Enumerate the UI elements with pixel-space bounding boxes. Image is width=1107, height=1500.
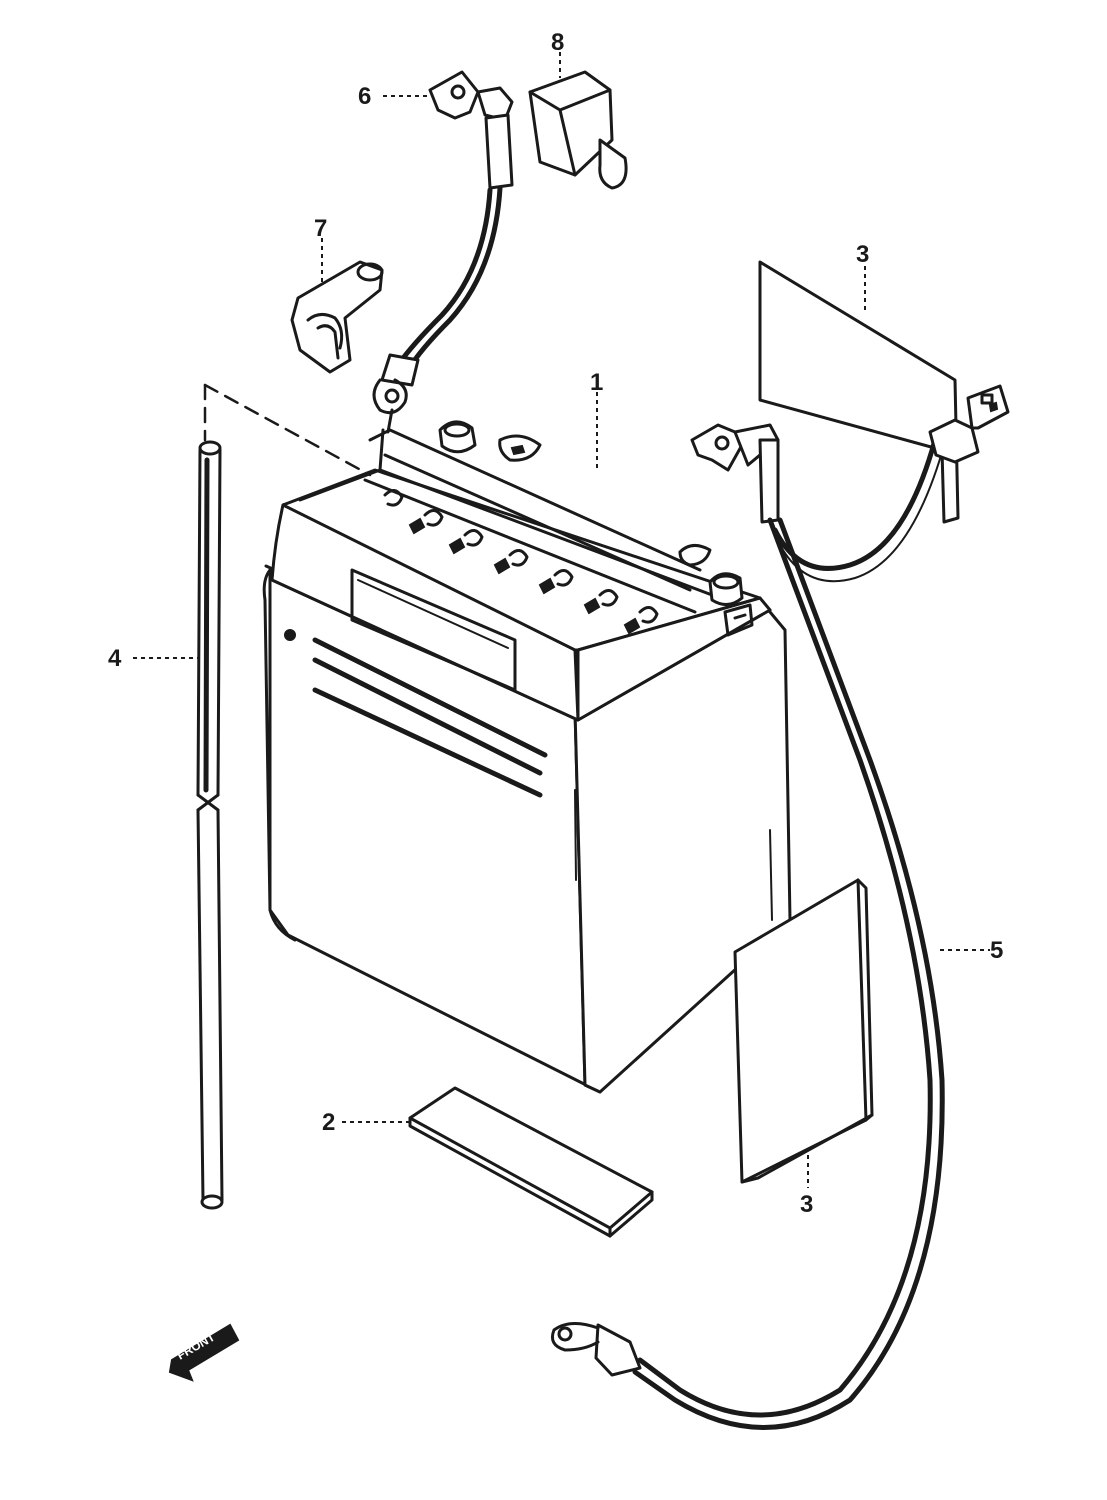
callout-5: 5 xyxy=(990,937,1003,964)
positive-lead xyxy=(372,70,514,434)
callout-8: 8 xyxy=(551,29,564,56)
callout-4: 4 xyxy=(108,645,122,672)
callout-2: 2 xyxy=(322,1109,335,1136)
callout-3-lower: 3 xyxy=(800,1191,813,1218)
callout-6: 6 xyxy=(358,83,371,110)
terminal-cap xyxy=(290,260,384,374)
breather-hose xyxy=(196,383,372,1210)
vent-caps xyxy=(383,489,659,635)
callout-3-upper: 3 xyxy=(856,241,869,268)
callout-1: 1 xyxy=(590,369,603,396)
cover-cap xyxy=(528,70,628,190)
cover-sheet-upper xyxy=(758,260,960,524)
callout-leaders xyxy=(133,52,990,1188)
battery xyxy=(262,420,792,1094)
battery-sheet xyxy=(408,1086,654,1238)
callout-labels: 6 8 7 1 3 4 2 5 3 xyxy=(108,29,1003,1218)
front-arrow-icon: FRONT xyxy=(168,1323,240,1382)
cover-sheet-lower xyxy=(733,878,874,1184)
negative-terminal xyxy=(678,544,754,637)
callout-7: 7 xyxy=(314,215,327,242)
negative-lead xyxy=(550,384,1010,1430)
positive-terminal xyxy=(438,420,542,462)
